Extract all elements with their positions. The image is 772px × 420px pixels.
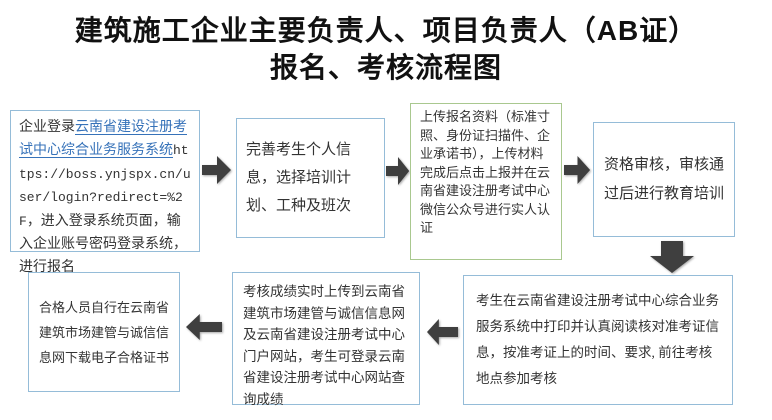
portal-link[interactable]: 云南省建设注册考试中心综合业务服务系统 xyxy=(19,120,187,159)
page-title: 建筑施工企业主要负责人、项目负责人（AB证） 报名、考核流程图 xyxy=(0,12,772,86)
arrow-right-icon xyxy=(386,157,410,185)
certificate-text: 合格人员自行在云南省建筑市场建管与诚信信息网下载电子合格证书 xyxy=(39,299,170,365)
portal-url-text: https://boss.ynjspx.cn/user/login?redire… xyxy=(19,143,191,229)
step-upload-box: 上传报名资料（标准寸照、身份证扫描件、企业承诺书），上传材料完成后点击上报并在云… xyxy=(410,103,562,260)
step-exam-box: 考生在云南省建设注册考试中心综合业务服务系统中打印并认真阅读核对准考证信息，按准… xyxy=(463,275,733,405)
step-results-box: 考核成绩实时上传到云南省建筑市场建管与诚信信息网及云南省建设注册考试中心门户网站… xyxy=(232,272,420,407)
step-login-box: 企业登录云南省建设注册考试中心综合业务服务系统https://boss.ynjs… xyxy=(10,110,200,275)
arrow-right-icon xyxy=(564,156,591,184)
arrow-right-icon xyxy=(202,156,231,184)
login-prefix-text: 企业登录 xyxy=(19,120,75,135)
step-certificate-box: 合格人员自行在云南省建筑市场建管与诚信信息网下载电子合格证书 xyxy=(28,272,180,392)
review-text: 资格审核，审核通过后进行教育培训 xyxy=(604,156,725,202)
arrow-down-icon xyxy=(650,241,694,273)
step-review-box: 资格审核，审核通过后进行教育培训 xyxy=(593,122,735,237)
exam-text: 考生在云南省建设注册考试中心综合业务服务系统中打印并认真阅读核对准考证信息，按准… xyxy=(476,293,719,386)
upload-text: 上传报名资料（标准寸照、身份证扫描件、企业承诺书），上传材料完成后点击上报并在云… xyxy=(420,109,551,235)
arrow-left-icon xyxy=(427,319,458,345)
results-text: 考核成绩实时上传到云南省建筑市场建管与诚信信息网及云南省建设注册考试中心门户网站… xyxy=(243,284,405,407)
title-line-2: 报名、考核流程图 xyxy=(269,52,502,83)
step-profile-box: 完善考生个人信息，选择培训计划、工种及班次 xyxy=(236,118,385,238)
arrow-left-icon xyxy=(186,314,222,340)
profile-text: 完善考生个人信息，选择培训计划、工种及班次 xyxy=(246,142,352,214)
title-line-1: 建筑施工企业主要负责人、项目负责人（AB证） xyxy=(74,15,698,46)
login-suffix-text: ，进入登录系统页面，输入企业账号密码登录系统，进行报名 xyxy=(19,213,187,276)
